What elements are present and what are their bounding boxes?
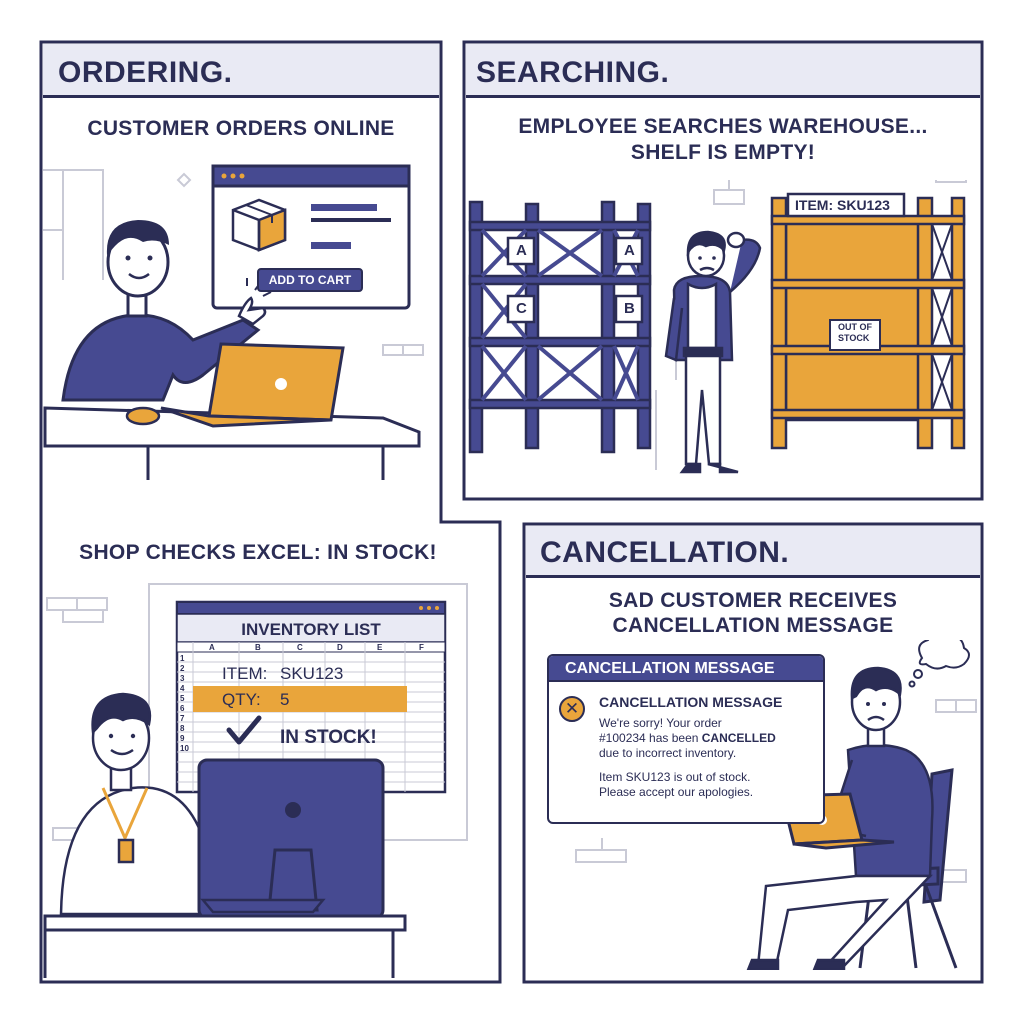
cancellation-illustration <box>575 640 977 970</box>
sheet-status: IN STOCK! <box>280 727 377 748</box>
warehouse-illustration <box>468 180 967 474</box>
ordering-illustration <box>43 164 424 480</box>
message-heading: CANCELLATION MESSAGE <box>599 694 783 710</box>
message-line-2-pre: #100234 has been <box>599 731 702 745</box>
message-line-3: due to incorrect inventory. <box>599 746 737 760</box>
item-tag: ITEM: SKU123 <box>795 197 890 213</box>
message-line-5: Please accept our apologies. <box>599 785 754 799</box>
row-6: 6 <box>180 704 185 713</box>
row-1: 1 <box>180 654 185 663</box>
spreadsheet-window <box>175 600 447 794</box>
row-3: 3 <box>180 674 185 683</box>
ordering-caption: CUSTOMER ORDERS ONLINE <box>87 117 395 140</box>
col-c: C <box>297 643 303 652</box>
ordering-header <box>43 44 439 98</box>
rack-label-a1: A <box>516 242 527 259</box>
col-a: A <box>209 643 215 652</box>
message-line-1: We're sorry! Your order <box>599 716 722 730</box>
laptop <box>160 342 345 428</box>
searching-title: SEARCHING. <box>476 56 670 89</box>
row-2: 2 <box>180 664 185 673</box>
row-9: 9 <box>180 734 185 743</box>
message-line-4: Item SKU123 is out of stock. <box>599 770 751 784</box>
row-10: 10 <box>180 744 189 753</box>
searching-header <box>466 44 980 98</box>
sheet-row-headers: 1 2 3 4 5 6 7 8 9 10 <box>180 654 189 754</box>
excel-illustration <box>43 583 468 978</box>
cancellation-caption-line2: CANCELLATION MESSAGE <box>612 614 894 637</box>
message-body: We're sorry! Your order #100234 has been… <box>599 716 776 800</box>
cancellation-title: CANCELLATION. <box>540 536 790 569</box>
sheet-item-value: SKU123 <box>280 664 344 683</box>
searching-frame <box>462 40 984 501</box>
cancel-icon: ✕ <box>559 696 585 722</box>
ordering-excel-frame <box>39 40 502 984</box>
sheet-item-label: ITEM: <box>222 664 268 683</box>
searching-caption-line1: EMPLOYEE SEARCHES WAREHOUSE... <box>518 115 928 138</box>
message-window: CANCELLATION MESSAGE ✕ CANCELLATION MESS… <box>547 654 825 824</box>
col-f: F <box>419 643 424 652</box>
message-cancelled-word: CANCELLED <box>701 731 776 745</box>
sheet-title: INVENTORY LIST <box>241 620 381 639</box>
worker-figure <box>664 230 762 474</box>
row-7: 7 <box>180 714 185 723</box>
out-of-stock-sign-line1: OUT OF <box>838 322 872 332</box>
cancellation-frame <box>522 522 984 984</box>
monitor <box>197 758 385 920</box>
row-8: 8 <box>180 724 185 733</box>
col-d: D <box>337 643 343 652</box>
message-line-2: #100234 has been CANCELLED <box>599 731 776 746</box>
cancellation-header <box>526 526 980 578</box>
col-b: B <box>255 643 261 652</box>
sheet-qty-label: QTY: <box>222 690 261 709</box>
cancellation-caption-line1: SAD CUSTOMER RECEIVES <box>608 589 898 612</box>
searching-caption-line2: SHELF IS EMPTY! <box>630 141 816 164</box>
add-to-cart-label: ADD TO CART <box>268 273 352 287</box>
col-e: E <box>377 643 383 652</box>
rack-label-a2: A <box>624 242 635 259</box>
rack-label-c: C <box>516 300 527 317</box>
row-4: 4 <box>180 684 185 693</box>
employee-figure <box>59 692 217 916</box>
message-window-titlebar: CANCELLATION MESSAGE <box>549 656 823 682</box>
message-window-title: CANCELLATION MESSAGE <box>565 660 775 677</box>
add-to-cart-button[interactable]: ADD TO CART <box>257 268 363 292</box>
sheet-qty-value: 5 <box>280 690 290 709</box>
rack-label-b: B <box>624 300 635 317</box>
ordering-title: ORDERING. <box>58 56 233 89</box>
excel-caption: SHOP CHECKS EXCEL: IN STOCK! <box>79 541 437 564</box>
out-of-stock-sign-line2: STOCK <box>838 333 870 343</box>
row-5: 5 <box>180 694 185 703</box>
customer-figure <box>61 220 272 402</box>
